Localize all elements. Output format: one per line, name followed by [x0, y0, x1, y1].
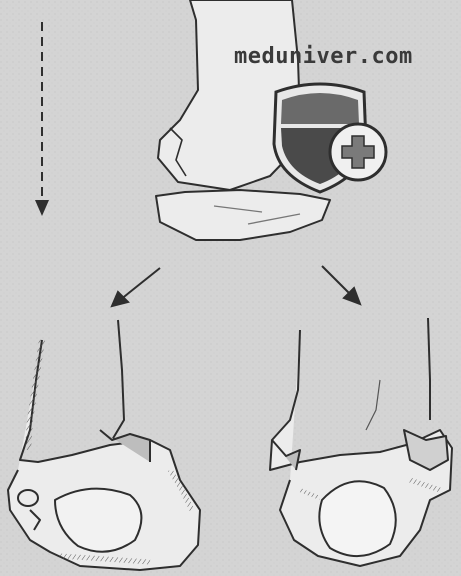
watermark-text: meduniver.com	[234, 44, 413, 69]
